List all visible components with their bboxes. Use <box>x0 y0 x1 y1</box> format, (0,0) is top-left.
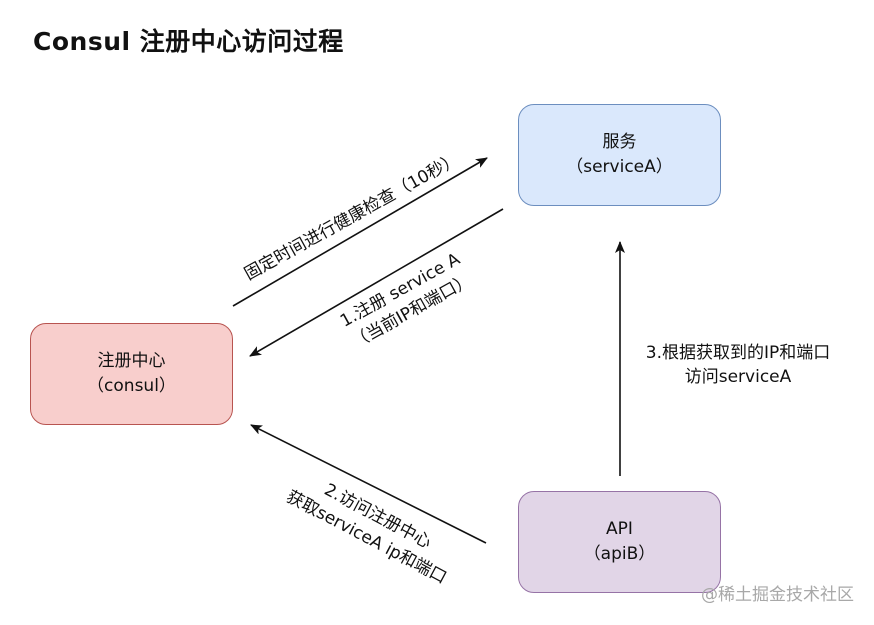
edge-label-access-line2: 访问serviceA <box>684 367 792 387</box>
edge-discover-arrow <box>250 424 487 544</box>
service-node[interactable]: 服务 （serviceA） <box>518 104 721 206</box>
registry-node-name: 注册中心 <box>97 351 166 371</box>
service-node-sub: （serviceA） <box>566 157 673 177</box>
watermark: @稀土掘金技术社区 <box>701 585 854 605</box>
api-node[interactable]: API （apiB） <box>518 491 721 593</box>
diagram-title: Consul 注册中心访问过程 <box>33 27 344 56</box>
api-node-name: API <box>606 519 633 539</box>
edge-label-access-line1: 3.根据获取到的IP和端口 <box>645 343 831 363</box>
registry-node[interactable]: 注册中心 （consul） <box>30 323 233 425</box>
edge-label-access: 3.根据获取到的IP和端口 访问serviceA <box>646 341 831 389</box>
registry-node-sub: （consul） <box>87 376 176 396</box>
edge-health-check-arrow <box>232 157 488 307</box>
service-node-name: 服务 <box>602 132 637 152</box>
api-node-sub: （apiB） <box>583 544 656 564</box>
edge-register-arrow <box>249 208 504 357</box>
